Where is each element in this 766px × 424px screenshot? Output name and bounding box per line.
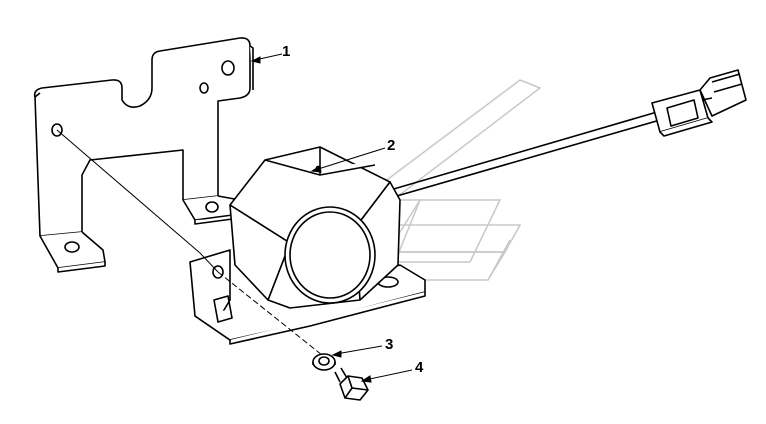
sensor-part-2 xyxy=(189,146,426,345)
leader-lines xyxy=(56,129,323,356)
callout-1: 1 xyxy=(282,43,291,60)
bracket-part-1 xyxy=(33,37,254,273)
callout-2: 2 xyxy=(387,137,396,154)
electrical-connector xyxy=(651,69,747,137)
callout-3: 3 xyxy=(385,336,394,353)
callout-4: 4 xyxy=(415,359,424,376)
sensor-cable xyxy=(379,111,661,201)
bolt-part-4 xyxy=(334,367,369,401)
washer-part-3 xyxy=(312,353,336,371)
callout-arrows xyxy=(250,53,413,383)
